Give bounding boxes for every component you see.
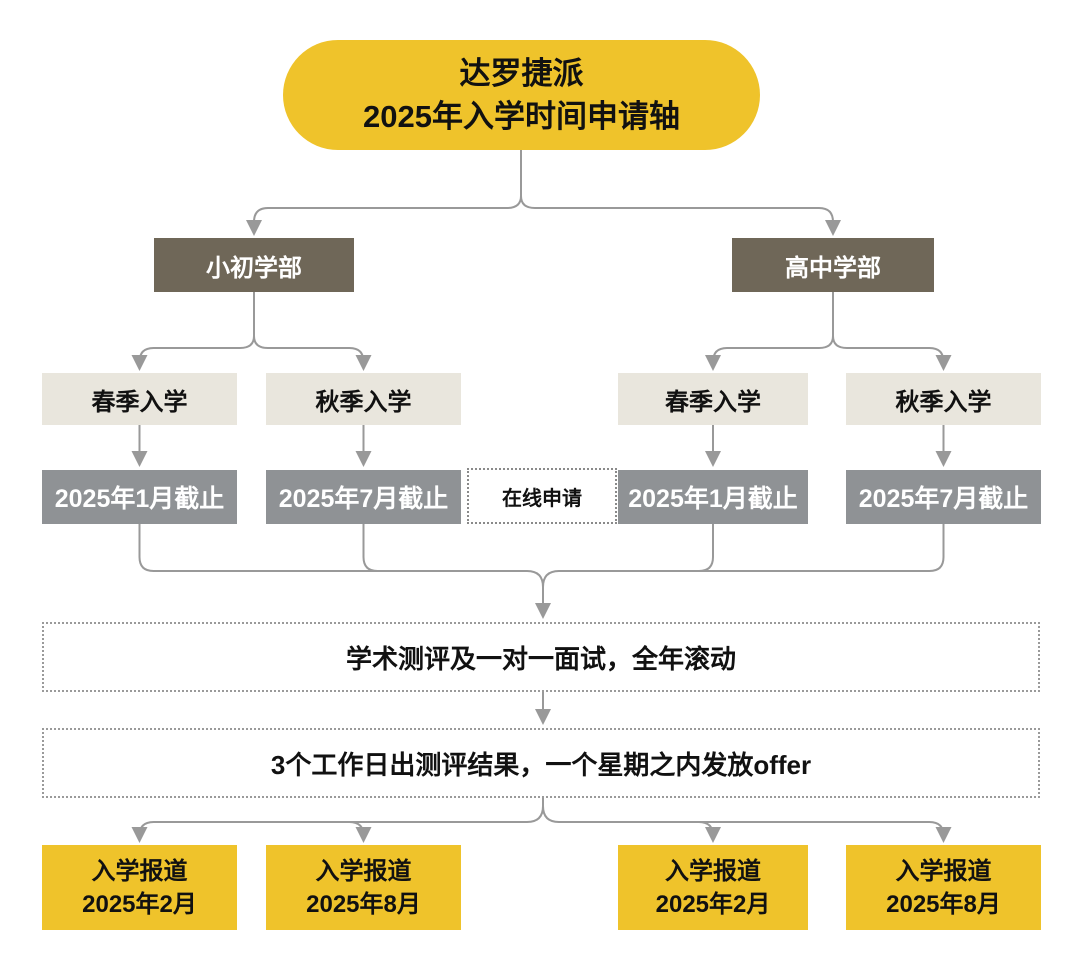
- connector-deadlines-to-assessment: [138, 524, 945, 619]
- deadline-label: 2025年1月截止: [54, 485, 225, 513]
- enroll-line-1: 入学报道: [91, 857, 188, 885]
- connector-offer-to-enrollment: [131, 798, 952, 843]
- term-label: 春季入学: [665, 388, 761, 416]
- step-label: 3个工作日出测评结果，一个星期之内发放offer: [270, 749, 812, 780]
- enroll-line-2: 2025年2月: [655, 890, 771, 918]
- node-enroll-aug-left: 入学报道 2025年8月: [266, 845, 461, 930]
- connector-right-division-to-terms: [705, 292, 952, 371]
- node-division-high-school: 高中学部: [732, 238, 934, 292]
- node-deadline-jul-left: 2025年7月截止: [266, 470, 461, 524]
- online-application-label: 在线申请: [502, 487, 582, 510]
- step-label: 学术测评及一对一面试，全年滚动: [345, 643, 736, 674]
- node-term-spring-left: 春季入学: [42, 373, 237, 425]
- term-label: 秋季入学: [895, 388, 992, 416]
- node-term-spring-right: 春季入学: [618, 373, 808, 425]
- term-label: 秋季入学: [315, 388, 412, 416]
- enroll-line-2: 2025年2月: [82, 890, 197, 918]
- node-enroll-aug-right: 入学报道 2025年8月: [846, 845, 1041, 930]
- node-step-assessment: 学术测评及一对一面试，全年滚动: [42, 622, 1040, 692]
- enroll-line-1: 入学报道: [895, 857, 992, 885]
- node-deadline-jan-left: 2025年1月截止: [42, 470, 237, 524]
- node-enroll-feb-left: 入学报道 2025年2月: [42, 845, 237, 930]
- node-deadline-jan-right: 2025年1月截止: [618, 470, 808, 524]
- enroll-line-1: 入学报道: [315, 857, 412, 885]
- node-online-application: 在线申请: [467, 468, 617, 524]
- enroll-line-2: 2025年8月: [306, 890, 421, 918]
- connector-title-to-divisions: [246, 150, 841, 236]
- deadline-label: 2025年1月截止: [628, 485, 798, 513]
- node-division-primary-middle: 小初学部: [154, 238, 354, 292]
- enroll-line-2: 2025年8月: [886, 890, 1001, 918]
- title-line-2: 2025年入学时间申请轴: [363, 99, 680, 134]
- node-deadline-jul-right: 2025年7月截止: [846, 470, 1041, 524]
- term-label: 春季入学: [91, 388, 188, 416]
- deadline-label: 2025年7月截止: [858, 485, 1029, 513]
- node-term-fall-right: 秋季入学: [846, 373, 1041, 425]
- connector-left-division-to-terms: [131, 292, 372, 371]
- node-step-offer: 3个工作日出测评结果，一个星期之内发放offer: [42, 728, 1040, 798]
- deadline-label: 2025年7月截止: [278, 485, 449, 513]
- division-label: 小初学部: [206, 254, 302, 282]
- flowchart-title: 达罗捷派 2025年入学时间申请轴: [283, 40, 760, 150]
- enroll-line-1: 入学报道: [665, 857, 761, 885]
- division-label: 高中学部: [785, 254, 881, 282]
- node-enroll-feb-right: 入学报道 2025年2月: [618, 845, 808, 930]
- title-line-1: 达罗捷派: [459, 56, 584, 91]
- connector-terms-to-deadlines: [131, 425, 952, 467]
- node-term-fall-left: 秋季入学: [266, 373, 461, 425]
